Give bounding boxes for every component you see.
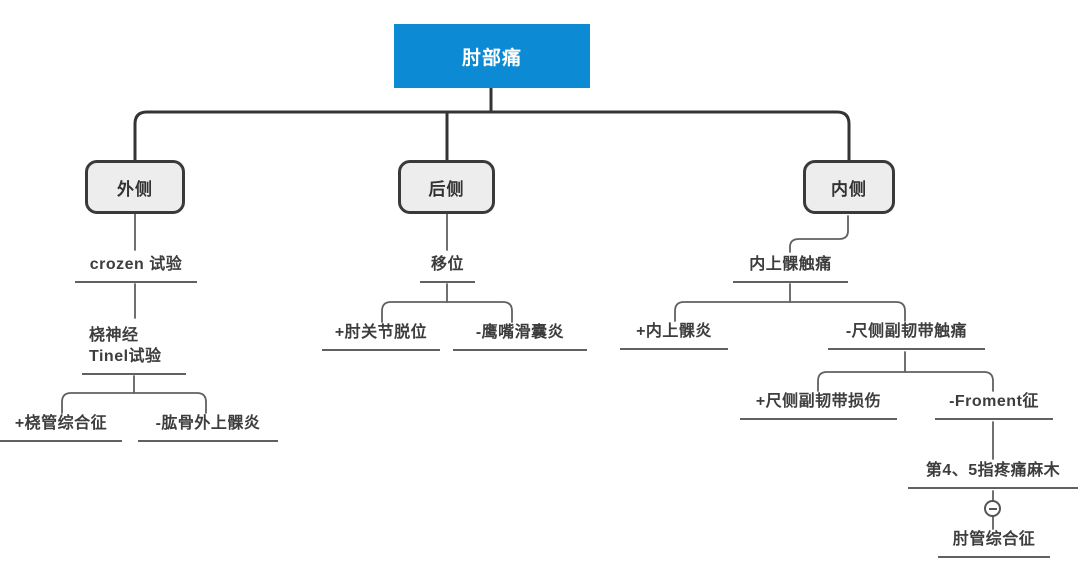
branch-node-lateral[interactable]: 外侧 bbox=[85, 160, 185, 214]
node-medial-epicondyle-tenderness[interactable]: 内上髁触痛 bbox=[733, 248, 848, 283]
branch-node-medial[interactable]: 内侧 bbox=[803, 160, 895, 214]
node-cubital-tunnel-syndrome[interactable]: 肘管综合征 bbox=[938, 529, 1050, 558]
node-froment-sign[interactable]: -Froment征 bbox=[935, 391, 1053, 420]
node-displacement[interactable]: 移位 bbox=[420, 248, 475, 283]
branch-node-posterior[interactable]: 后侧 bbox=[398, 160, 495, 214]
node-crozen-test[interactable]: crozen 试验 bbox=[75, 248, 197, 283]
node-radial-tunnel-syndrome[interactable]: +桡管综合征 bbox=[0, 413, 122, 442]
connector-tenderness-bracket bbox=[674, 301, 906, 322]
connector-medial-to-tenderness bbox=[789, 215, 849, 253]
node-ucl-injury[interactable]: +尺侧副韧带损伤 bbox=[740, 391, 897, 420]
connector-tinel-bracket bbox=[61, 392, 207, 414]
node-elbow-dislocation[interactable]: +肘关节脱位 bbox=[322, 322, 440, 351]
connector-displacement-bracket bbox=[381, 301, 513, 323]
root-node-elbow-pain[interactable]: 肘部痛 bbox=[394, 24, 590, 88]
minus-icon bbox=[988, 507, 997, 510]
connector-top-bus bbox=[133, 110, 851, 163]
node-ucl-tenderness[interactable]: -尺侧副韧带触痛 bbox=[828, 321, 985, 350]
node-finger-4-5-pain-numbness[interactable]: 第4、5指疼痛麻木 bbox=[908, 460, 1078, 489]
node-olecranon-bursitis[interactable]: -鹰嘴滑囊炎 bbox=[453, 322, 587, 351]
connector-ucl-bracket bbox=[817, 371, 994, 392]
node-lateral-epicondylitis[interactable]: -肱骨外上髁炎 bbox=[138, 413, 278, 442]
node-medial-epicondylitis[interactable]: +内上髁炎 bbox=[620, 321, 728, 350]
collapse-toggle-icon[interactable] bbox=[984, 500, 1001, 517]
node-radial-nerve-tinel-test[interactable]: 桡神经 Tinel试验 bbox=[82, 317, 186, 375]
